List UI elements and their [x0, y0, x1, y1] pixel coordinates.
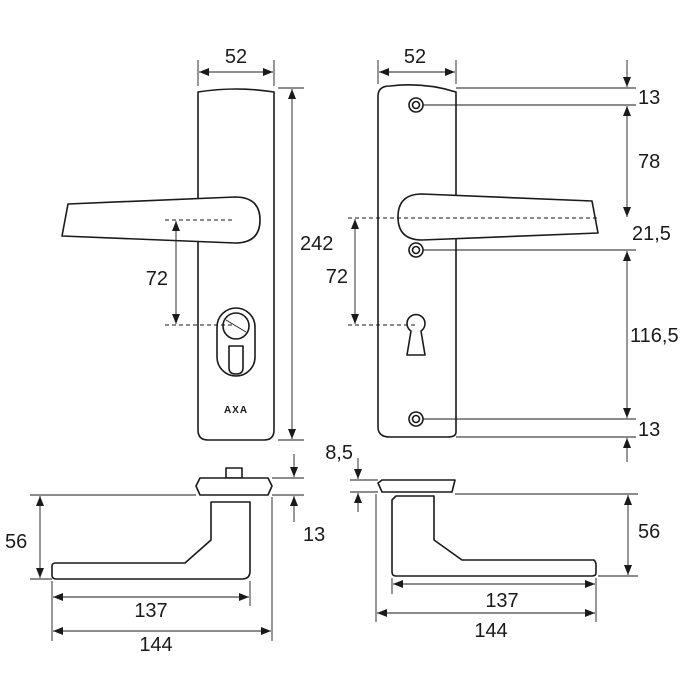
handle-lever-left	[61, 196, 261, 244]
dim-total-length-left: 144	[139, 634, 172, 656]
dim-screw-bottom: 13	[638, 419, 660, 441]
base-plate-right	[377, 479, 456, 493]
handle-side-left	[51, 501, 251, 580]
dim-screw-to-screw: 116,5	[630, 325, 679, 347]
dim-plate-right: 8,5	[325, 442, 353, 464]
right-front-view: 52 72 13 78 21,5 116,5 13	[326, 46, 679, 462]
thumbturn-knob-side	[225, 467, 243, 479]
dim-handle-to-lock-left: 72	[146, 268, 168, 290]
dim-handle-to-screw: 21,5	[632, 223, 671, 245]
dim-handle-offset: 78	[638, 151, 660, 173]
handle-lever-right	[397, 193, 599, 241]
dim-width-right: 52	[404, 46, 426, 68]
dim-plate-left: 13	[303, 524, 325, 546]
escutcheon-plate-right	[377, 84, 457, 438]
keyhole-right	[406, 313, 426, 356]
handle-side-right	[391, 495, 597, 577]
dim-handle-to-lock-right: 72	[326, 266, 348, 288]
dim-total-length-right: 144	[474, 620, 507, 642]
left-side-view: 56 13 137 144	[5, 454, 325, 656]
dim-width-left: 52	[225, 46, 247, 68]
brand-logo: AXA	[224, 405, 248, 416]
base-plate-left	[195, 477, 273, 496]
cylinder-left	[228, 345, 244, 375]
escutcheon-plate-left	[197, 88, 275, 441]
right-side-view: 8,5 56 137 144	[325, 442, 660, 642]
dim-screw-top: 13	[638, 87, 660, 109]
dim-side-height-right: 56	[638, 521, 660, 543]
dim-inner-length-right: 137	[485, 590, 518, 612]
dim-side-height-left: 56	[5, 531, 27, 553]
dim-height-left: 242	[300, 233, 333, 255]
left-front-view: AXA 52 242 72	[61, 46, 333, 441]
dim-inner-length-left: 137	[134, 600, 167, 622]
